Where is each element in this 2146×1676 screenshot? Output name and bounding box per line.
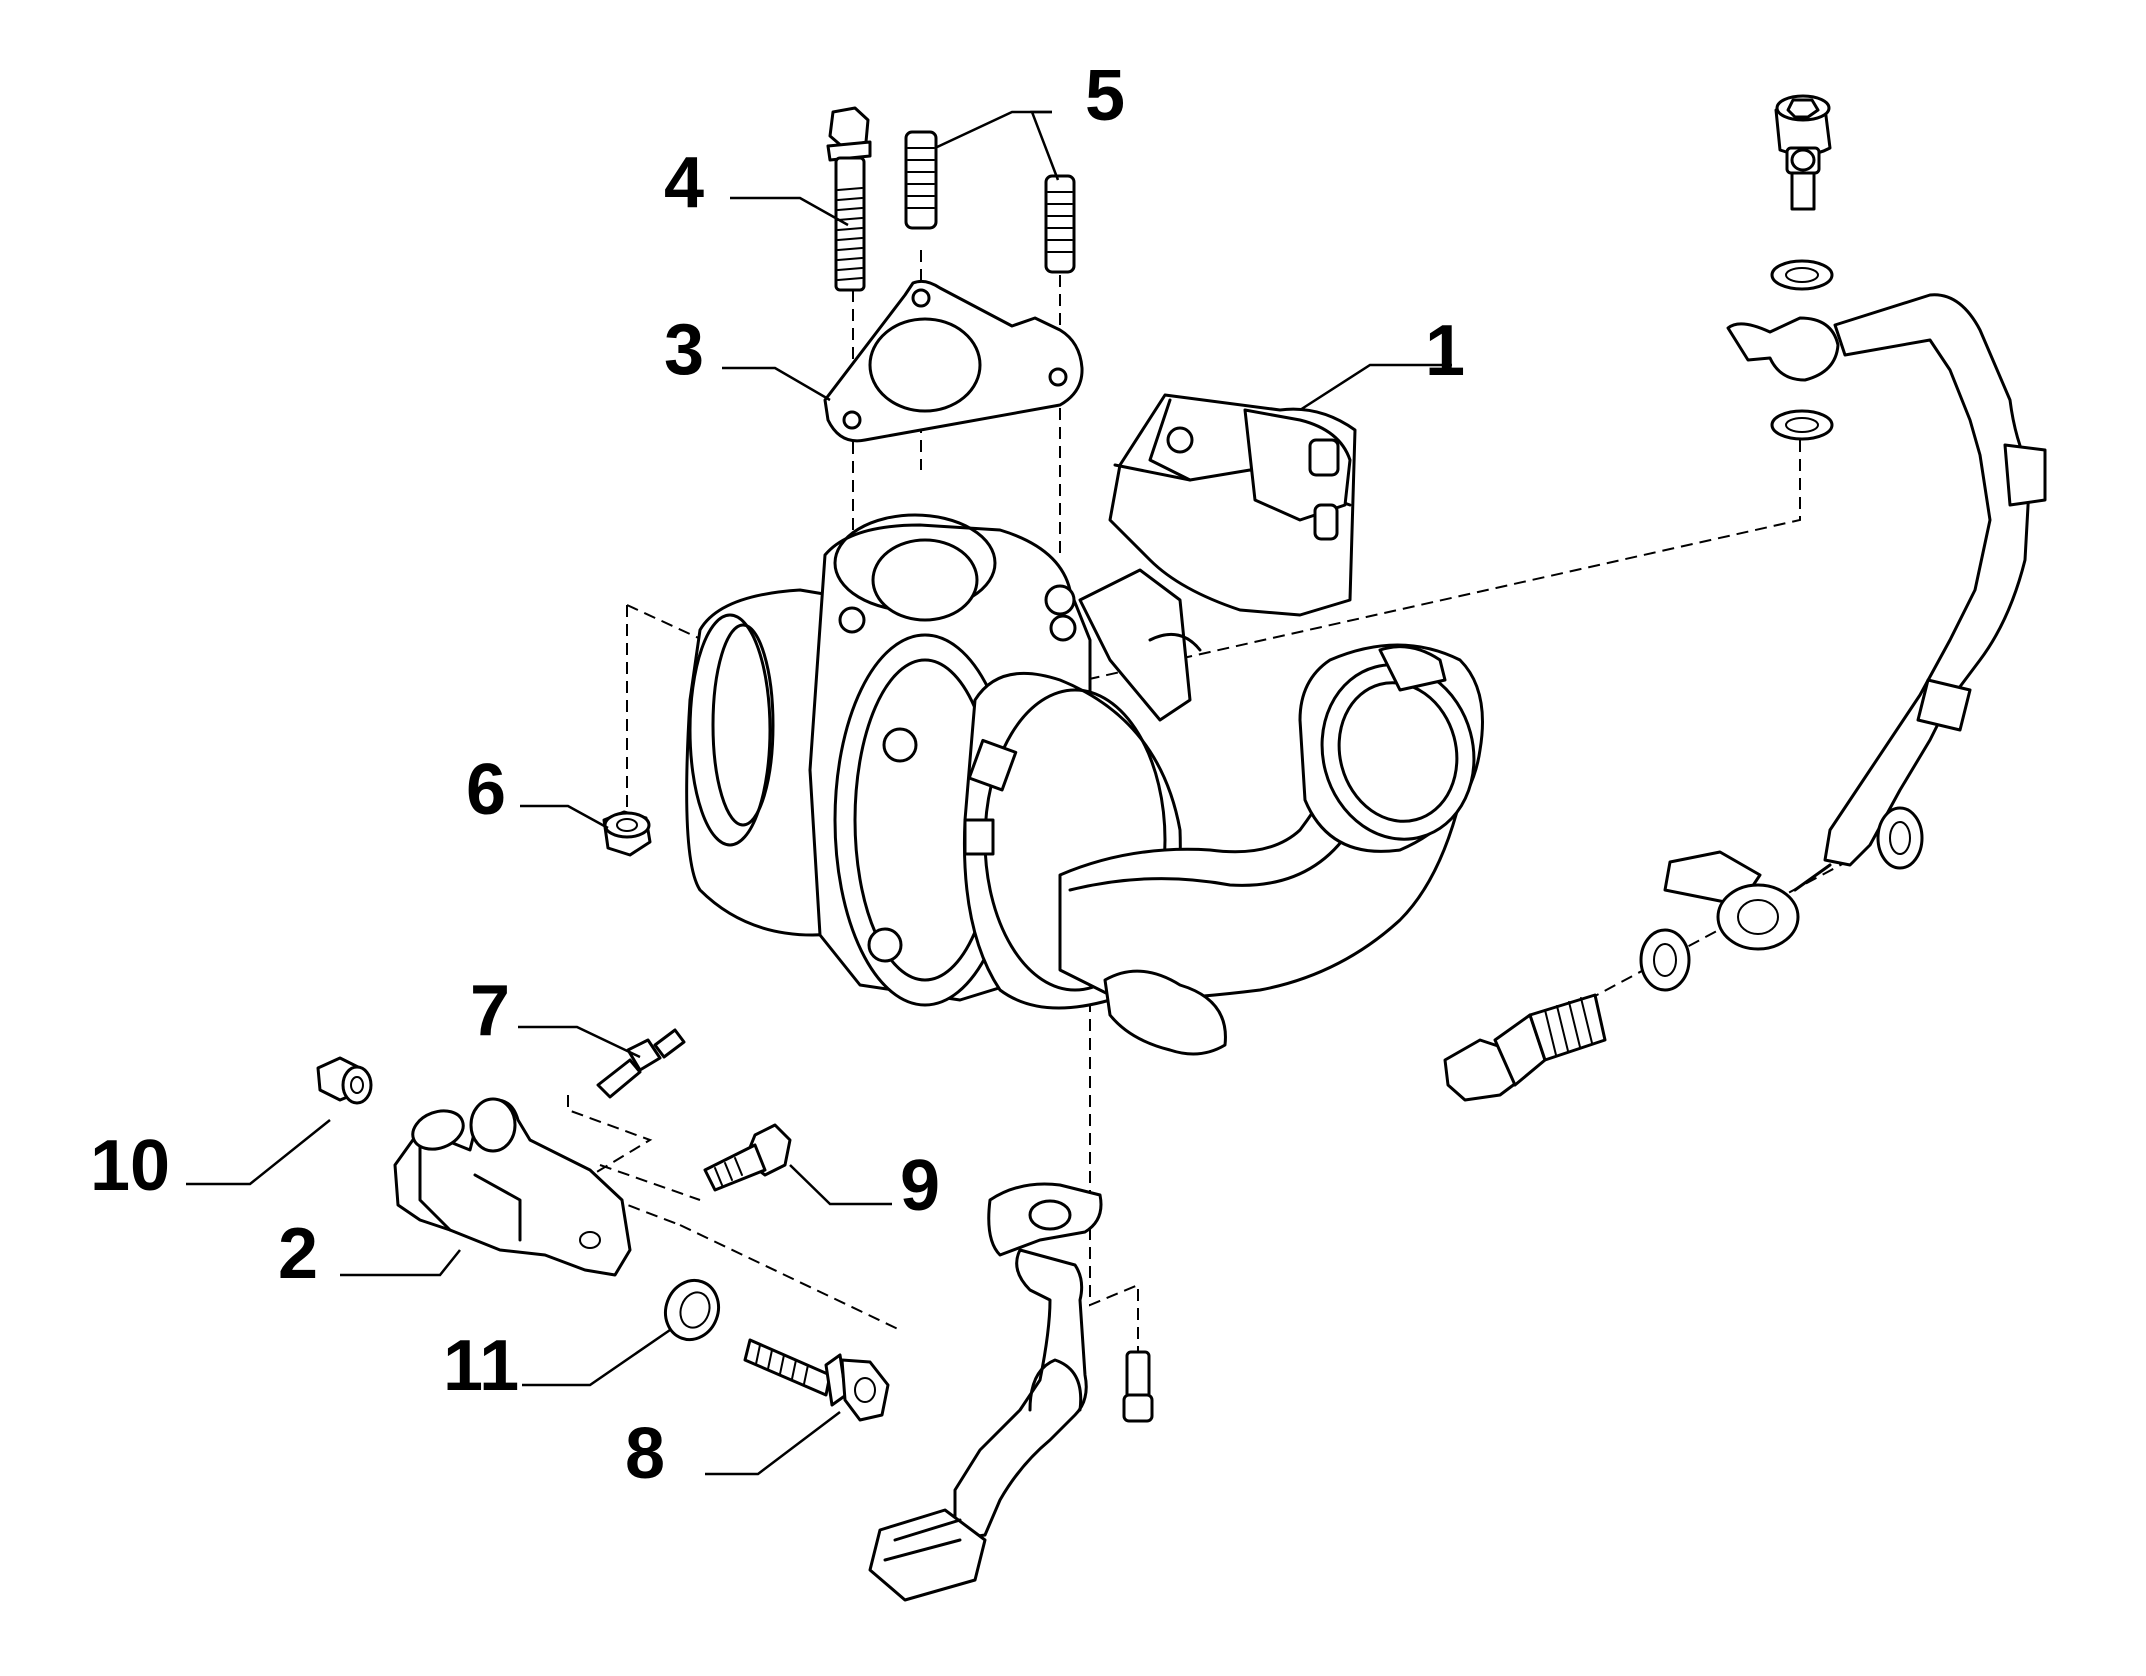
part-5-studs bbox=[904, 130, 1076, 274]
callout-5: 5 bbox=[1085, 56, 1126, 136]
part-8-bolt bbox=[743, 1338, 890, 1422]
part-drain-screw bbox=[1122, 1350, 1154, 1423]
part-11-washer bbox=[664, 1278, 720, 1342]
part-4-bolt bbox=[826, 106, 872, 292]
part-1-turbocharger bbox=[685, 393, 1484, 1056]
oil-feed-lower-bolt bbox=[1443, 993, 1607, 1102]
callout-4: 4 bbox=[664, 143, 705, 223]
callout-7: 7 bbox=[470, 971, 511, 1051]
callout-leaders bbox=[186, 110, 1452, 1476]
part-7-stud bbox=[596, 1028, 686, 1099]
oil-feed-banjo-bolt bbox=[1770, 94, 1834, 441]
callout-1: 1 bbox=[1425, 311, 1466, 391]
callout-11: 11 bbox=[443, 1326, 520, 1406]
callout-9: 9 bbox=[900, 1146, 941, 1226]
callout-8: 8 bbox=[625, 1414, 666, 1494]
part-6-nut bbox=[602, 810, 652, 857]
callout-3: 3 bbox=[664, 310, 705, 390]
part-9-bolt bbox=[703, 1123, 792, 1192]
oil-feed-pipe bbox=[1663, 293, 2047, 951]
oil-drain-pipe bbox=[868, 1182, 1103, 1602]
part-2-bracket bbox=[393, 1097, 632, 1277]
callout-2: 2 bbox=[278, 1214, 319, 1294]
assembly-center-lines bbox=[567, 250, 1851, 1370]
callout-6: 6 bbox=[466, 750, 507, 830]
callout-10: 10 bbox=[90, 1126, 171, 1206]
part-3-gasket bbox=[823, 279, 1084, 443]
oil-feed-washers-lower bbox=[1639, 806, 1924, 992]
part-10-nut bbox=[316, 1056, 373, 1105]
